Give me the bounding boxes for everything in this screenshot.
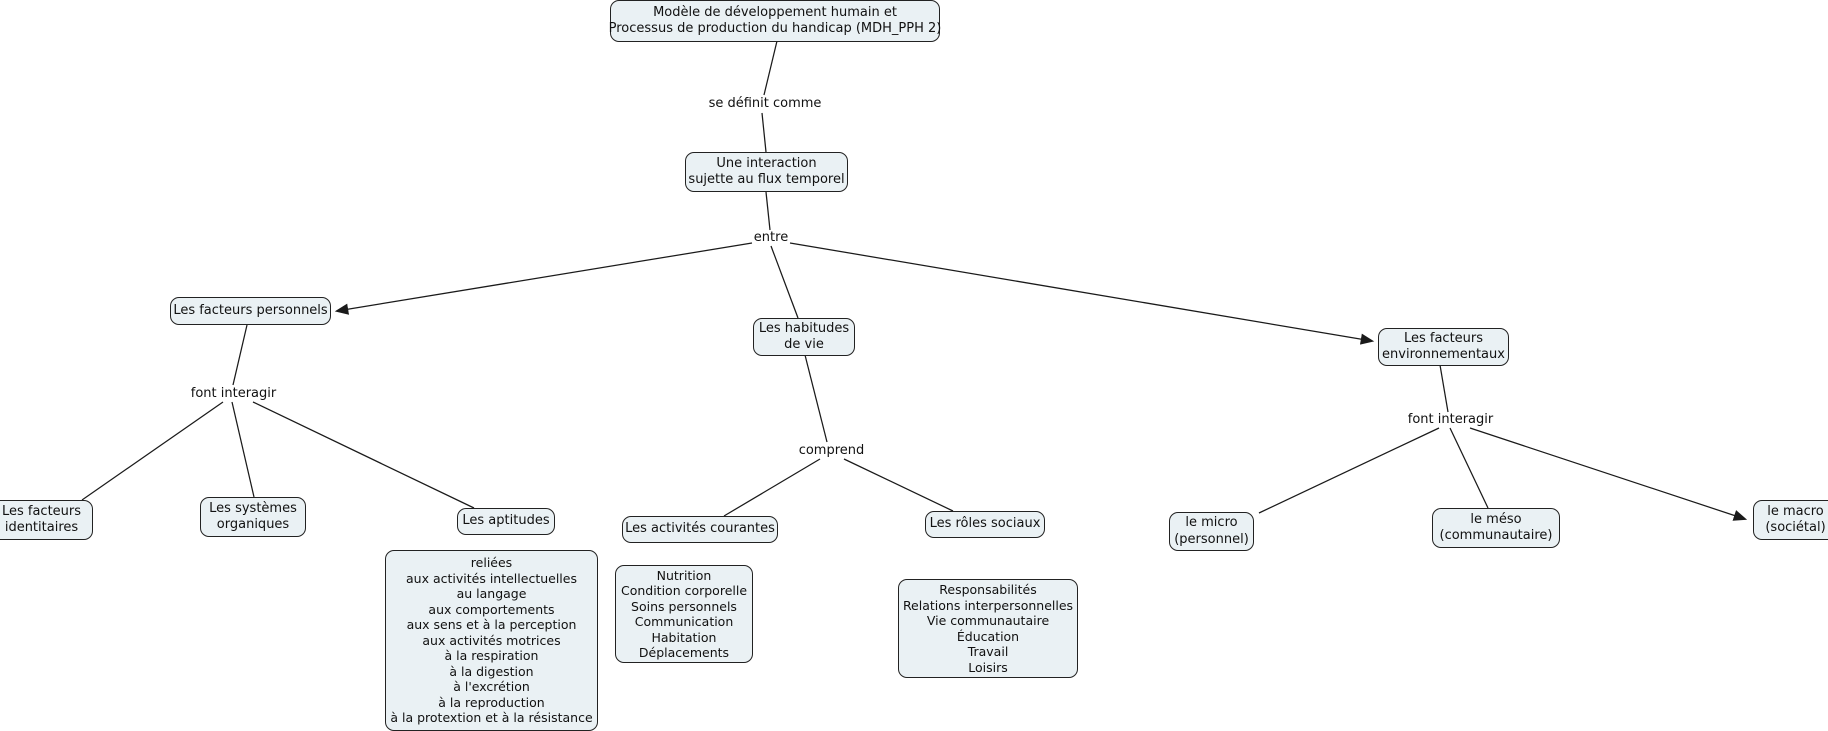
node-macro-label: le macro (sociétal) xyxy=(1765,503,1826,535)
edge-root-to-label-se-definit xyxy=(763,40,778,96)
edge-font-interagir-to-meso xyxy=(1449,427,1489,509)
node-facteurs-identitaires[interactable]: Les facteurs identitaires xyxy=(0,500,93,540)
node-meso-label: le méso (communautaire) xyxy=(1439,511,1553,543)
node-habitudes-de-vie[interactable]: Les habitudes de vie xyxy=(753,318,855,356)
node-roles-sociaux-detail-label: Responsabilités Relations interpersonnel… xyxy=(902,582,1074,675)
link-label-font-interagir-personnels: font interagir xyxy=(190,386,277,401)
node-aptitudes[interactable]: Les aptitudes xyxy=(457,508,555,535)
edge-label-se-definit-to-interaction xyxy=(761,112,767,153)
node-roles-sociaux[interactable]: Les rôles sociaux xyxy=(925,511,1045,538)
node-aptitudes-detail[interactable]: reliées aux activités intellectuelles au… xyxy=(385,550,598,731)
edge-font-interagir-to-micro xyxy=(1258,427,1440,514)
node-activites-courantes-label: Les activités courantes xyxy=(625,521,775,537)
node-systemes-organiques-label: Les systèmes organiques xyxy=(209,500,297,532)
node-roles-sociaux-detail[interactable]: Responsabilités Relations interpersonnel… xyxy=(898,579,1078,678)
edge-entre-to-habitudes-de-vie xyxy=(770,245,799,319)
node-meso[interactable]: le méso (communautaire) xyxy=(1432,508,1560,548)
node-facteurs-personnels[interactable]: Les facteurs personnels xyxy=(170,297,331,325)
node-root[interactable]: Modèle de développement humain et Proces… xyxy=(608,0,942,42)
node-activites-courantes-detail[interactable]: Nutrition Condition corporelle Soins per… xyxy=(615,565,753,663)
node-activites-courantes[interactable]: Les activités courantes xyxy=(622,516,778,543)
node-interaction-label: Une interaction sujette au flux temporel xyxy=(688,155,845,187)
node-facteurs-environnementaux-label: Les facteurs environnementaux xyxy=(1382,330,1505,362)
node-roles-sociaux-label: Les rôles sociaux xyxy=(929,516,1041,532)
node-facteurs-identitaires-label: Les facteurs identitaires xyxy=(1,503,82,535)
node-aptitudes-detail-label: reliées aux activités intellectuelles au… xyxy=(390,555,593,726)
edge-comprend-to-roles-sociaux xyxy=(843,458,954,512)
edge-entre-to-facteurs-personnels xyxy=(334,242,753,315)
edge-entre-to-facteurs-environnementaux xyxy=(789,242,1375,345)
link-label-se-definit-comme: se définit comme xyxy=(708,96,822,111)
link-label-font-interagir-environnementaux: font interagir xyxy=(1407,412,1494,427)
node-micro-label: le micro (personnel) xyxy=(1174,515,1249,547)
edge-font-interagir-to-aptitudes xyxy=(252,401,475,509)
node-facteurs-personnels-label: Les facteurs personnels xyxy=(173,302,328,318)
node-habitudes-de-vie-label: Les habitudes de vie xyxy=(758,320,850,352)
link-label-comprend: comprend xyxy=(798,443,865,458)
node-micro[interactable]: le micro (personnel) xyxy=(1169,512,1254,551)
node-aptitudes-label: Les aptitudes xyxy=(462,513,550,529)
node-macro[interactable]: le macro (sociétal) xyxy=(1753,500,1828,540)
node-activites-courantes-detail-label: Nutrition Condition corporelle Soins per… xyxy=(620,567,748,661)
node-systemes-organiques[interactable]: Les systèmes organiques xyxy=(200,497,306,537)
edge-facteurs-personnels-to-label-font-interagir xyxy=(232,324,248,386)
node-facteurs-environnementaux[interactable]: Les facteurs environnementaux xyxy=(1378,328,1509,366)
edge-interaction-to-label-entre xyxy=(765,191,771,231)
edge-comprend-to-activites-courantes xyxy=(723,458,821,517)
node-root-label: Modèle de développement humain et Proces… xyxy=(608,4,942,36)
edge-font-interagir-to-macro xyxy=(1469,427,1748,521)
edge-facteurs-environnementaux-to-label-font-interagir xyxy=(1439,364,1449,413)
link-label-entre: entre xyxy=(753,230,789,245)
edge-font-interagir-to-facteurs-identitaires xyxy=(81,401,224,501)
node-interaction[interactable]: Une interaction sujette au flux temporel xyxy=(685,152,848,192)
edge-habitudes-to-label-comprend xyxy=(804,354,828,443)
edge-font-interagir-to-systemes-organiques xyxy=(231,401,255,498)
